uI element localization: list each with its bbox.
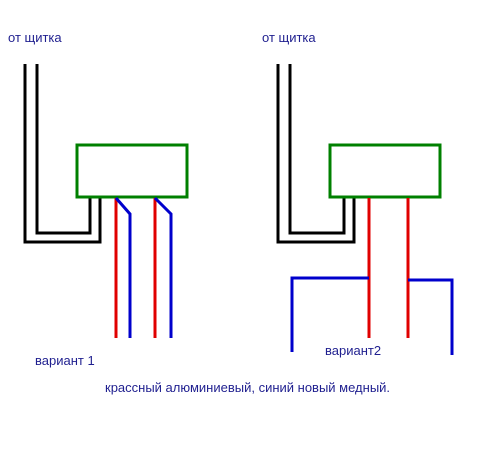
legend-text: крассный алюминиевый, синий новый медный… [105, 380, 390, 395]
right-source-label: от щитка [262, 30, 316, 45]
left-black-wire-outer [23, 64, 102, 244]
right-black-wire-outer [276, 64, 356, 244]
left-blue-wire-2 [153, 196, 173, 338]
variant-1-diagram: от щитка вариант 1 [8, 30, 189, 368]
left-black-wire-inner [35, 64, 92, 235]
right-black-wire-inner [288, 64, 346, 235]
left-source-label: от щитка [8, 30, 62, 45]
variant-2-diagram: от щитка вариант2 [262, 30, 454, 358]
right-junction-box [328, 143, 442, 199]
left-blue-wire-1 [114, 197, 132, 338]
variant-2-label: вариант2 [325, 343, 381, 358]
right-blue-wire-1 [290, 276, 369, 352]
left-junction-box [75, 143, 189, 199]
right-blue-wire-2 [408, 278, 454, 355]
variant-1-label: вариант 1 [35, 353, 95, 368]
